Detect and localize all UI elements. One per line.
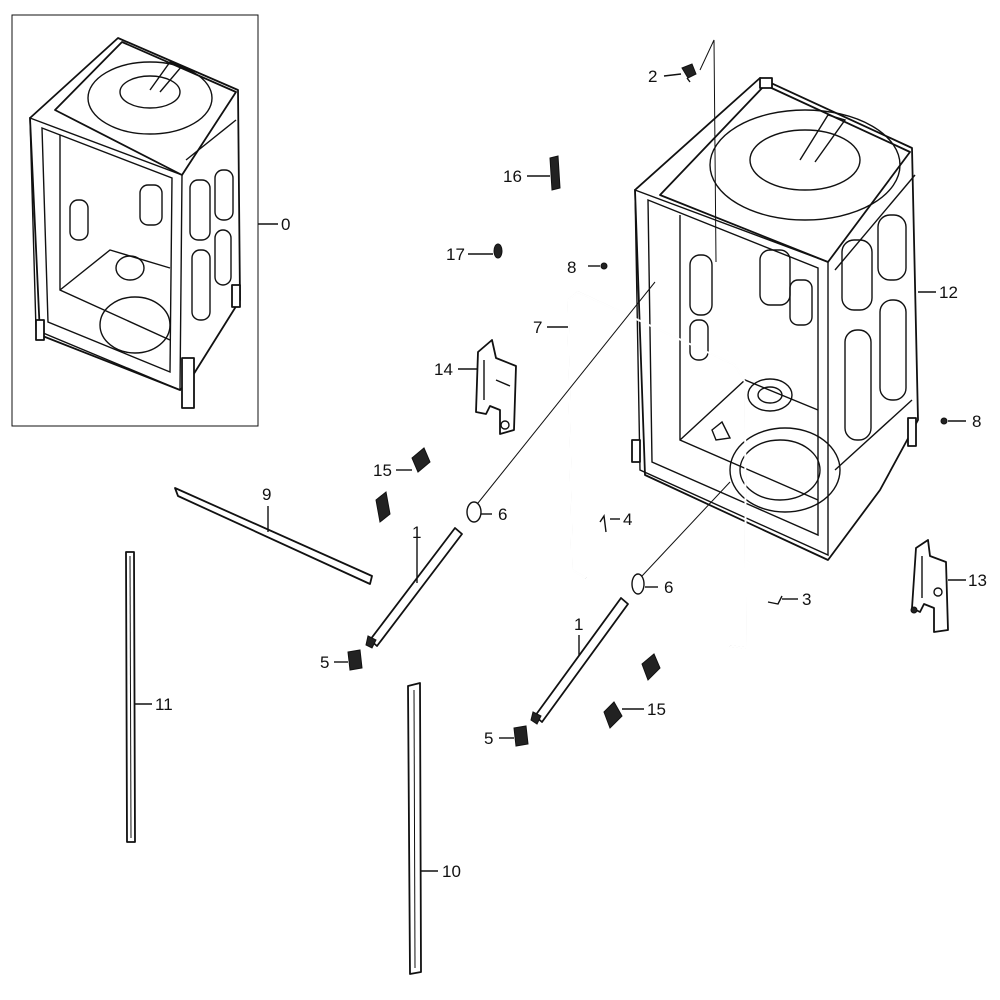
tub-assembly-part-12	[631, 77, 936, 561]
clip-part-15-upper	[375, 447, 431, 523]
callout-4: 4	[623, 510, 632, 529]
callout-8-right: 8	[972, 412, 981, 431]
callout-6-upper: 6	[498, 505, 507, 524]
side-strip-part-11	[125, 551, 152, 843]
callout-15-upper: 15	[373, 461, 392, 480]
side-strip-part-10	[407, 682, 438, 975]
ring-part-6-upper	[466, 281, 656, 523]
clip-part-15-lower	[603, 653, 661, 729]
callout-6-lower: 6	[664, 578, 673, 597]
callout-3: 3	[802, 590, 811, 609]
cap-part-5-upper	[334, 649, 363, 671]
rail-part-1-upper	[365, 527, 463, 649]
ring-part-6-lower	[631, 481, 731, 595]
hinge-bracket-part-14	[458, 339, 517, 435]
cap-part-5-lower	[499, 725, 529, 747]
fastener-part-2	[663, 39, 717, 263]
door-gasket-part-7	[547, 290, 748, 650]
rail-part-9	[174, 487, 373, 585]
clip-part-16	[527, 155, 561, 191]
screw-part-8-right	[940, 417, 966, 425]
hinge-bracket-part-13	[910, 539, 966, 633]
callout-5-upper: 5	[320, 653, 329, 672]
callout-9: 9	[262, 485, 271, 504]
callout-17: 17	[446, 245, 465, 264]
callout-1-upper: 1	[412, 523, 421, 542]
callout-10: 10	[442, 862, 461, 881]
callout-7: 7	[533, 318, 542, 337]
assembled-tub-inset	[11, 14, 278, 427]
callout-5-lower: 5	[484, 729, 493, 748]
callout-1-lower: 1	[574, 615, 583, 634]
hook-part-3	[767, 595, 798, 605]
callout-11: 11	[155, 695, 173, 714]
callout-8-upper: 8	[567, 258, 576, 277]
callout-16: 16	[503, 167, 522, 186]
callout-15-lower: 15	[647, 700, 666, 719]
callout-13: 13	[968, 571, 987, 590]
rail-part-1-lower	[530, 597, 629, 725]
screw-part-8-upper	[588, 262, 608, 270]
hook-part-4	[599, 514, 620, 533]
nut-part-17	[468, 243, 503, 259]
callout-12: 12	[939, 283, 958, 302]
callout-2: 2	[648, 67, 657, 86]
callout-14: 14	[434, 360, 453, 379]
callout-0: 0	[281, 215, 290, 234]
